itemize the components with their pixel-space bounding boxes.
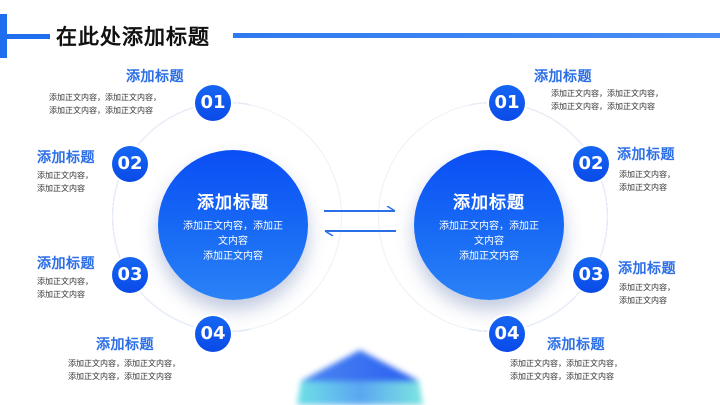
left-badge-01: 01	[195, 85, 231, 121]
right-center-body: 添加正文内容，添加正 文内容 添加正文内容	[414, 219, 564, 264]
right-center-circle: 添加标题 添加正文内容，添加正 文内容 添加正文内容	[414, 150, 564, 300]
right-item-title: 添加标题	[617, 147, 675, 163]
left-badge-04: 04	[195, 316, 231, 352]
right-badge-04: 04	[489, 316, 525, 352]
left-item-title: 添加标题	[126, 69, 184, 85]
left-item-text: 添加正文内容，添加正文内容， 添加正文内容，添加正文内容	[68, 357, 180, 383]
right-badge-02: 02	[573, 146, 609, 182]
left-badge-02: 02	[112, 146, 148, 182]
text-line: 添加正文内容，	[619, 170, 675, 179]
text-line: 添加正文内容，添加正文内容	[68, 372, 172, 381]
text-line: 添加正文内容，添加正文内容，	[510, 359, 622, 368]
text-line: 添加正文内容，添加正文内容	[551, 102, 655, 111]
left-center-body-line: 添加正文内容	[203, 251, 263, 262]
exchange-arrows-icon	[324, 205, 396, 237]
right-item-text: 添加正文内容，添加正文内容， 添加正文内容，添加正文内容	[510, 357, 622, 383]
text-line: 添加正文内容，	[619, 283, 675, 292]
left-item-title: 添加标题	[96, 337, 154, 353]
text-line: 添加正文内容，添加正文内容，	[551, 89, 663, 98]
text-line: 添加正文内容，添加正文内容，	[49, 93, 161, 102]
right-item-text: 添加正文内容， 添加正文内容	[619, 168, 675, 194]
left-center-body: 添加正文内容，添加正 文内容 添加正文内容	[158, 219, 308, 264]
right-item-text: 添加正文内容，添加正文内容， 添加正文内容，添加正文内容	[551, 87, 663, 113]
text-line: 添加正文内容，添加正文内容	[49, 106, 153, 115]
left-center-body-line: 添加正文内容，添加正	[183, 221, 283, 232]
header-accent-line-left	[0, 34, 50, 39]
right-center-body-line: 添加正文内容，添加正	[439, 221, 539, 232]
right-item-text: 添加正文内容， 添加正文内容	[619, 281, 675, 307]
text-line: 添加正文内容，	[37, 277, 93, 286]
left-item-text: 添加正文内容， 添加正文内容	[37, 169, 93, 195]
left-center-circle: 添加标题 添加正文内容，添加正 文内容 添加正文内容	[158, 150, 308, 300]
text-line: 添加正文内容，	[37, 171, 93, 180]
right-center-body-line: 文内容	[474, 236, 504, 247]
text-line: 添加正文内容，添加正文内容，	[68, 359, 180, 368]
right-item-title: 添加标题	[618, 261, 676, 277]
header-accent-line-right	[233, 33, 720, 38]
text-line: 添加正文内容	[619, 296, 667, 305]
page-title: 在此处添加标题	[56, 25, 210, 49]
left-center-title: 添加标题	[197, 193, 269, 213]
text-line: 添加正文内容，添加正文内容	[510, 372, 614, 381]
right-item-title: 添加标题	[547, 337, 605, 353]
left-center-body-line: 文内容	[218, 236, 248, 247]
text-line: 添加正文内容	[619, 183, 667, 192]
gem-decoration-icon	[297, 348, 423, 405]
left-badge-03: 03	[112, 257, 148, 293]
right-item-title: 添加标题	[534, 69, 592, 85]
left-item-text: 添加正文内容，添加正文内容， 添加正文内容，添加正文内容	[49, 91, 161, 117]
right-center-body-line: 添加正文内容	[459, 251, 519, 262]
left-item-title: 添加标题	[37, 256, 95, 272]
right-badge-03: 03	[573, 257, 609, 293]
text-line: 添加正文内容	[37, 290, 85, 299]
left-item-title: 添加标题	[37, 150, 95, 166]
text-line: 添加正文内容	[37, 184, 85, 193]
right-badge-01: 01	[489, 85, 525, 121]
right-center-title: 添加标题	[453, 193, 525, 213]
left-item-text: 添加正文内容， 添加正文内容	[37, 275, 93, 301]
